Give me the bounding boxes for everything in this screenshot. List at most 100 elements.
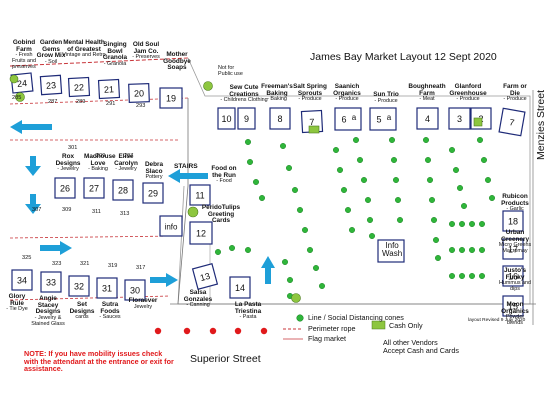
vendor-name: Moon Organics [501,301,529,315]
stall-number: 7 [509,117,516,128]
legend-flag-label: Flag market [308,334,346,343]
stall-outline [189,184,211,206]
stall-number: 9 [244,114,249,124]
stall-number: info [165,223,178,232]
vendor-boughneath: Boughneath Farm- Meat [404,83,450,103]
wash-line: Wash [382,249,403,259]
vendor-singing-bowl: Singing Bowl Granola- Granola [100,41,130,68]
stall-number: 33 [46,278,56,288]
stall-outline [68,275,90,297]
stall-number: 16 [508,272,518,282]
vendor-rubicon: Rubicon Products- Garlic [498,193,532,213]
stall-outline [416,107,439,130]
stall-number: 20 [134,88,144,98]
stall-suffix: a [352,113,357,122]
vendor-name: Sutra Foods [100,301,120,315]
red-dot [260,327,268,335]
distancing-cone [481,156,488,163]
distancing-cone [333,146,340,153]
spot-number: 293 [136,103,146,109]
info-wash-box [377,239,405,263]
vendor-product: - Produce [503,96,527,103]
vendor-product: - Produce [456,96,480,103]
spot-number: 313 [120,211,130,217]
distancing-cone [397,216,404,223]
vendor-product: - Canning [186,302,210,309]
spot-number: 325 [22,255,32,261]
stall-number: 18 [508,217,518,227]
stall-box: 18 [502,210,524,232]
site-outline [177,57,531,305]
stall-number: 29 [148,189,158,199]
vendor-product: - Baking [267,96,287,103]
stall-outline [229,276,251,299]
stall-box: 7 [498,107,526,137]
distancing-cone [353,136,360,143]
distancing-cone [433,236,440,243]
cash-marker [15,92,25,102]
spot-number: 309 [62,207,72,213]
vendor-product: - Fresh Fruits and preserves [12,52,36,70]
spot-number: 287 [48,99,58,105]
vendor-mother-goodbye: Mother Goodbye Soaps [160,51,194,72]
distancing-cone [214,248,221,255]
stairs-label: STAIRS [174,163,198,170]
stall-suffix: a [387,113,392,122]
stall-number: 23 [46,80,57,91]
distancing-cone [361,176,368,183]
stall-box: 14 [229,276,251,299]
stall-box: 10 [217,107,236,130]
stall-outline [124,279,146,301]
vendor-name: Set Designs [69,301,95,315]
legend-symbols [283,314,386,340]
cash-only-markers [9,74,483,303]
vendor-name: Glanford Greenhouse [449,83,487,97]
vendor-elise: Elise Carolyn- Jewelry [112,153,140,173]
building-edge [177,98,189,305]
stall-box: 9 [237,107,256,130]
arrow-up-icon [261,256,275,284]
spot-number: 301 [68,145,78,151]
arrow-right-icon [40,241,72,255]
distancing-cone [469,246,476,253]
info-wash-label: Info Wash [382,241,403,259]
vendor-product: - Preserves [132,54,160,61]
vendor-product: - Produce [374,97,398,104]
vendor-name: Garden Gems Grow Mix [36,39,66,60]
stall-outline [448,107,471,130]
stall-outline [502,238,524,260]
vendor-product: - Soil [44,59,58,66]
distancing-cone [292,186,299,193]
vendor-garden-gems: Garden Gems Grow Mix- Soil [36,39,66,66]
stall-outline [112,179,134,201]
distancing-cone [489,194,496,201]
vendor-name: Farm or Die [503,83,527,97]
stall-outline [11,269,33,291]
superior-street-label: Superior Street [190,353,261,365]
distancing-cone [435,254,442,261]
distancing-cone [252,178,259,185]
stall-box: 23 [39,74,63,96]
vendor-product: - Produce [335,96,359,103]
distancing-cone [307,246,314,253]
vendor-name: Gobind Farm [12,39,36,53]
vendor-name: Mental Health of Greatest [63,39,105,53]
vendor-product: - Jewelry [57,166,79,173]
vendor-product: - Jewelry & Stained Glass [31,315,65,327]
stall-outline [96,277,118,299]
legend-cones-label: Line / Social Distancing cones [308,313,404,322]
not-public-line: Not for [218,65,235,71]
cash-marker [187,206,199,218]
distancing-cone [319,283,326,290]
revised-date: layout Revised 9 July 2020 [468,318,526,323]
red-dot [234,327,242,335]
stall-box: 30 [124,279,146,301]
vendor-glanford: Glanford Greenhouse- Produce [446,83,490,103]
distancing-cone [391,156,398,163]
vendor-saanich: Saanich Organics- Produce [328,83,366,103]
vendor-product: - Baking [88,166,108,173]
cash-marker [203,81,213,91]
stall-outline [83,177,105,199]
